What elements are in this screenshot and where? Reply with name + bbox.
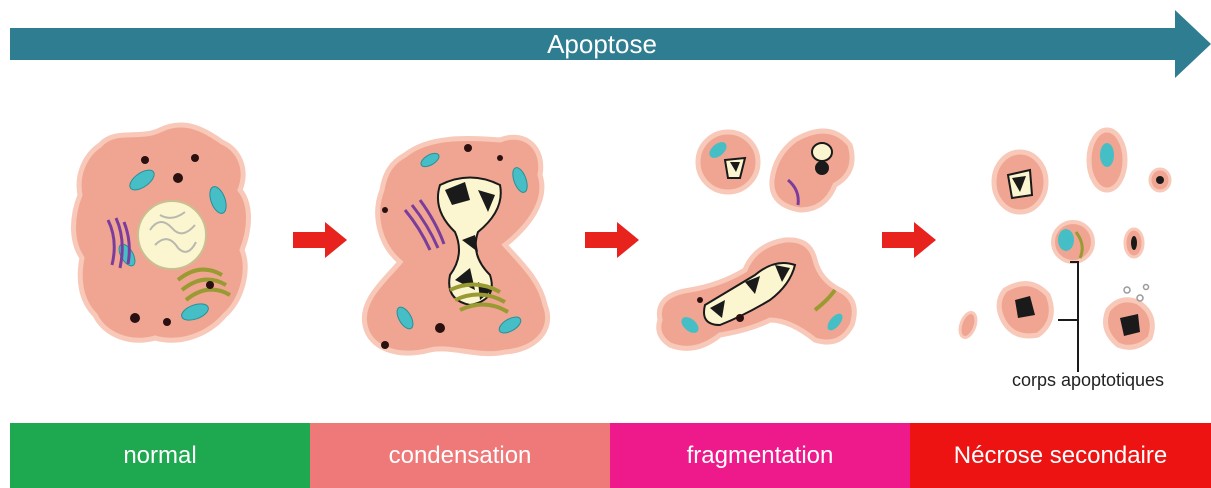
apoptotic-body: [999, 284, 1051, 336]
apoptotic-body: [957, 310, 979, 339]
stage-label-fragmentation: fragmentation: [687, 442, 834, 470]
apoptotic-fragment: [772, 131, 852, 210]
apoptotic-fragment: [698, 132, 758, 192]
stage-bar-condensation: condensation: [310, 423, 610, 488]
apoptose-banner-arrow: Apoptose: [10, 10, 1211, 78]
apoptotic-body: [1125, 229, 1143, 257]
nucleus: [138, 201, 206, 269]
stage-bar-fragmentation: fragmentation: [610, 423, 910, 488]
stage-bar-necrose-secondaire: Nécrose secondaire: [910, 423, 1211, 488]
stage-label-normal: normal: [123, 442, 196, 470]
apoptotic-body: [1053, 222, 1093, 262]
stage-label-condensation: condensation: [389, 442, 532, 470]
stage-bar-normal: normal: [10, 423, 310, 488]
apoptotic-body: [1106, 300, 1153, 348]
transition-arrow: [293, 222, 347, 258]
apoptotic-body: [1089, 130, 1125, 190]
apoptotic-fragment: [659, 240, 855, 349]
annotation-corps-apoptotiques: corps apoptotiques: [1012, 370, 1164, 390]
apoptotic-bodies-bracket: [1058, 262, 1078, 372]
stage-label-necrose-secondaire: Nécrose secondaire: [954, 442, 1167, 470]
condensation-cell: [364, 137, 547, 353]
banner-label: Apoptose: [547, 29, 657, 59]
apoptotic-bodies: [957, 130, 1170, 347]
apoptotic-body: [1150, 169, 1170, 191]
transition-arrow: [585, 222, 639, 258]
apoptotic-body: [994, 152, 1046, 212]
normal-cell: [74, 125, 249, 340]
fragmentation-cells: [659, 131, 855, 348]
transition-arrow: [882, 222, 936, 258]
